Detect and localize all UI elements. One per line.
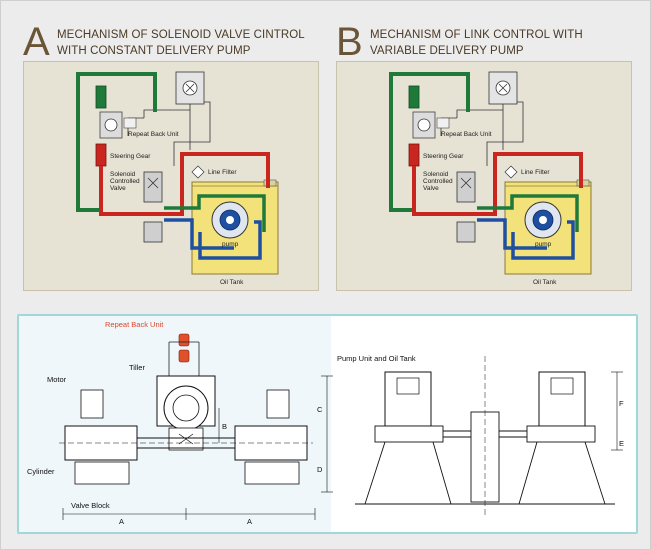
pipe-green xyxy=(389,72,470,212)
label-steering-gear-a: Steering Gear xyxy=(110,153,151,160)
pipe-green xyxy=(76,72,157,212)
label-controlled-b: Controlled xyxy=(423,178,453,185)
section-b-title-line2: VARIABLE DELIVERY PUMP xyxy=(370,45,524,57)
label-cylinder: Cylinder xyxy=(27,467,55,476)
section-a-letter: A xyxy=(23,20,50,64)
hydraulic-schematic-b: Repeat Back Unit Steering Gear Solenoid … xyxy=(389,71,592,286)
pipe-red xyxy=(99,152,270,216)
dim-c: C xyxy=(317,405,323,414)
label-line-filter-a: Line Filter xyxy=(208,169,237,176)
label-tiller: Tiller xyxy=(129,363,145,372)
label-oil-tank-a: Oil Tank xyxy=(220,279,244,286)
label-steering-gear-b: Steering Gear xyxy=(423,153,464,160)
label-solenoid-b: Solenoid xyxy=(423,171,449,178)
hydraulic-diagram-b: Repeat Back Unit Steering Gear Solenoid … xyxy=(336,61,632,291)
section-b-title-line1: MECHANISM OF LINK CONTROL WITH xyxy=(370,29,583,41)
label-repeat-back-unit-b: Repeat Back Unit xyxy=(441,131,492,138)
label-solenoid-a: Solenoid xyxy=(110,171,136,178)
label-repeat-back-unit: Repeat Back Unit xyxy=(105,320,164,329)
label-motor: Motor xyxy=(47,375,67,384)
label-valve-b: Valve xyxy=(423,185,439,192)
hydraulic-schematic-a: Repeat Back Unit Steering Gear Solenoid … xyxy=(76,71,279,286)
label-valve-a: Valve xyxy=(110,185,126,192)
label-controlled-a: Controlled xyxy=(110,178,140,185)
section-a-title-line1: MECHANISM OF SOLENOID VALVE CINTROL xyxy=(57,29,305,41)
dim-b: B xyxy=(222,422,227,431)
section-b-letter: B xyxy=(336,20,363,64)
label-line-filter-b: Line Filter xyxy=(521,169,550,176)
technical-drawing-panel: Repeat Back Unit Tiller Motor Cylinder xyxy=(17,314,638,534)
label-pump-unit-and-oil-tank: Pump Unit and Oil Tank xyxy=(337,354,416,363)
dim-a-left: A xyxy=(119,517,124,526)
label-valve-block: Valve Block xyxy=(71,501,110,510)
label-repeat-back-unit-a: Repeat Back Unit xyxy=(128,131,179,138)
section-a-heading: A MECHANISM OF SOLENOID VALVE CINTROL WI… xyxy=(23,20,323,64)
steering-gear-drawing: Repeat Back Unit Tiller Motor Cylinder xyxy=(19,316,624,532)
label-pump-b: pump xyxy=(535,241,552,248)
pipe-blue xyxy=(164,218,262,260)
section-a-title-line2: WITH CONSTANT DELIVERY PUMP xyxy=(57,45,251,57)
dim-a-right: A xyxy=(247,517,252,526)
pipe-red xyxy=(412,152,583,216)
section-b-heading: B MECHANISM OF LINK CONTROL WITH VARIABL… xyxy=(336,20,636,64)
label-pump-a: pump xyxy=(222,241,239,248)
dim-f: F xyxy=(619,399,624,408)
pipe-blue xyxy=(477,218,575,260)
dim-d: D xyxy=(317,465,323,474)
dim-e: E xyxy=(619,439,624,448)
hydraulic-diagram-a: Repeat Back Unit Steering Gear Solenoid … xyxy=(23,61,319,291)
label-oil-tank-b: Oil Tank xyxy=(533,279,557,286)
